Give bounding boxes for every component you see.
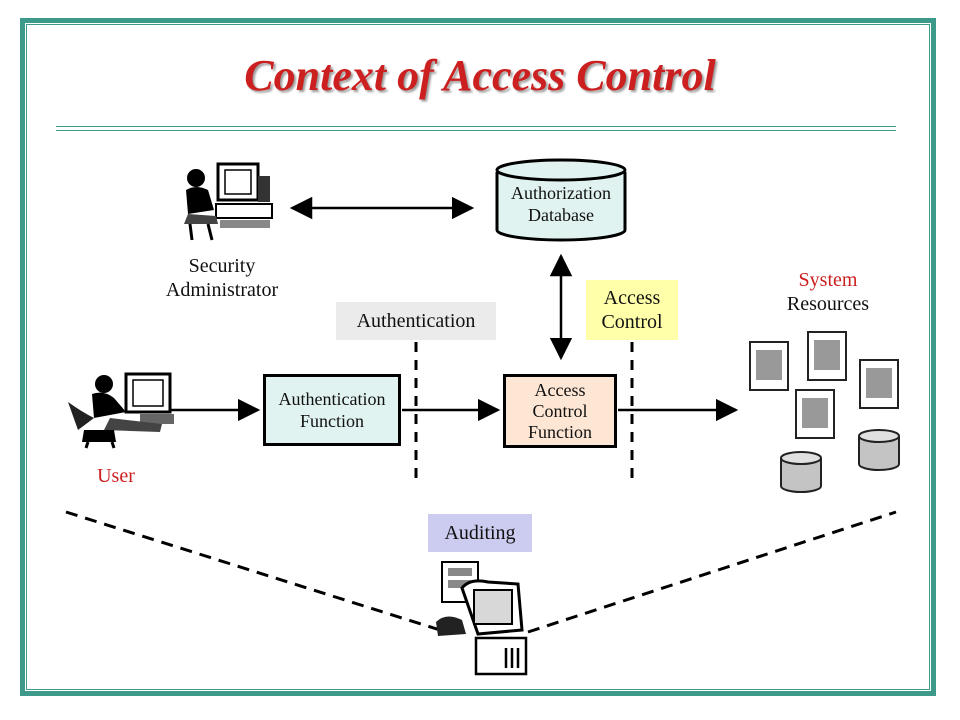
security-admin-label-line2: Administrator	[165, 279, 279, 301]
access-control-function-line1: Access	[534, 379, 586, 400]
access-control-function-line2: Control	[532, 400, 588, 421]
auditor-icon	[436, 561, 528, 676]
user-icon	[68, 372, 174, 449]
system-resources-label: System Resources	[758, 268, 898, 316]
access-control-function-box: Access Control Function	[503, 374, 617, 448]
security-admin-icon	[184, 162, 273, 241]
disk-cylinder-icon	[858, 429, 900, 471]
security-admin-label-line1: Security	[188, 255, 256, 277]
document-icon	[859, 359, 899, 409]
security-admin-label: Security Administrator	[142, 254, 302, 302]
authorization-db-label: Authorization Database	[497, 178, 625, 230]
database-cylinder-icon	[495, 158, 627, 242]
document-icon	[795, 389, 835, 439]
slide-title: Context of Access Control	[244, 51, 716, 100]
authentication-tag: Authentication	[336, 302, 496, 340]
system-resources-label-line1: System	[798, 269, 858, 291]
access-control-tag: Access Control	[586, 280, 678, 340]
slide-frame	[20, 18, 936, 696]
authorization-db-label-line1: Authorization	[511, 183, 611, 203]
authentication-function-line2: Function	[299, 411, 364, 431]
title-rule-bottom	[56, 130, 896, 131]
auditing-tag: Auditing	[428, 514, 532, 552]
document-icon	[807, 331, 847, 381]
title-rule-top	[56, 126, 896, 127]
access-control-function-line3: Function	[527, 421, 592, 442]
access-control-tag-line1: Access	[603, 287, 661, 309]
authentication-function-box: Authentication Function	[263, 374, 401, 446]
system-resources-label-line2: Resources	[786, 293, 870, 315]
access-control-tag-line2: Control	[601, 311, 663, 333]
document-icon	[749, 341, 789, 391]
audit-line-right	[527, 510, 897, 634]
audit-line-left	[65, 510, 441, 632]
authentication-function-line1: Authentication	[278, 389, 386, 409]
slide-frame-inner	[26, 24, 930, 690]
user-label: User	[97, 465, 135, 487]
disk-cylinder-icon	[780, 451, 822, 493]
authorization-db-label-line2: Database	[528, 205, 594, 225]
